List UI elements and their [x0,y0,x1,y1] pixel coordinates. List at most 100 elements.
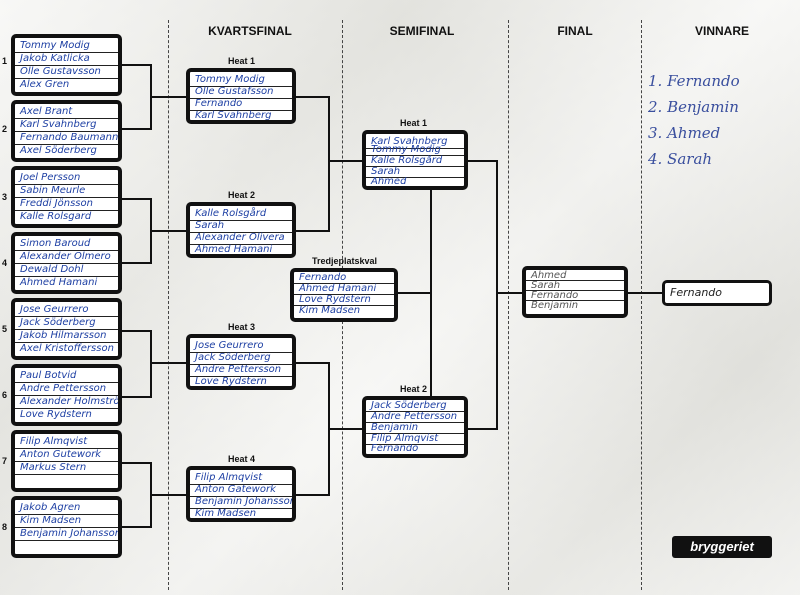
player-name: Andre Pettersson [190,362,292,377]
player-name: Tommy Modig [190,72,292,87]
bracket-connector [122,128,150,130]
player-name: Jose Geurrero [190,338,292,353]
group-number: 4 [2,258,8,268]
player-name: Markus Stern [15,460,118,475]
bracket-connector [122,396,150,398]
player-name: Axel Söderberg [20,145,97,156]
group-box-3: Joel Persson Sabin Meurle Freddi Jönsson… [11,166,122,228]
player-name: Jose Geurrero [15,302,118,317]
group-box-2: Axel Brant Karl Svahnberg Fernando Bauma… [11,100,122,162]
player-name: Paul Botvid [15,368,118,383]
group-box-8: Jakob Agren Kim Madsen Benjamin Johansso… [11,496,122,558]
quarterfinal-box-3: Jose Geurrero Jack Söderberg Andre Pette… [186,334,296,390]
bracket-connector [430,188,432,400]
player-name: Kim Madsen [195,508,257,519]
quarterfinal-box-1: Tommy Modig Olle Gustafsson Fernando Kar… [186,68,296,124]
player-name: Simon Baroud [15,236,118,251]
player-name: Jakob Hilmarsson [15,328,118,343]
player-name: Alex Gren [20,79,70,90]
heat-label: Heat 3 [228,322,256,332]
ranking-item: 2. Benjamin [648,98,739,116]
bracket-connector [296,96,328,98]
ranking-item: 4. Sarah [648,150,713,168]
semifinal-box-1: Karl Svahnberg Tommy Modig Kalle Rolsgår… [362,130,468,190]
player-name: Tommy Modig [366,144,464,156]
heat-label: Heat 2 [228,190,256,200]
player-name: Kim Madsen [299,305,361,316]
quarterfinal-box-4: Filip Almqvist Anton Gatework Benjamin J… [186,466,296,522]
bracket-connector [150,230,186,232]
bracket-connector [122,262,150,264]
player-name: Andre Pettersson [366,411,464,423]
winner-box: Fernando [662,280,772,306]
player-name: Filip Almqvist [190,470,292,485]
player-name: Love Rydstern [20,409,92,420]
player-name: Tommy Modig [15,38,118,53]
player-name: Filip Almqvist [15,434,118,449]
bracket-connector [150,362,186,364]
player-name: Joel Persson [15,170,118,185]
winner-name: Fernando [670,286,723,299]
bracket-connector [468,160,496,162]
header-final: FINAL [557,24,593,38]
player-name: Sarah [190,218,292,233]
player-name: Jack Söderberg [190,350,292,365]
bryggeriet-logo: bryggeriet [672,536,772,558]
column-divider [641,20,642,590]
player-name: Andre Pettersson [15,381,118,396]
player-name: Fernando [526,290,624,301]
bracket-connector [296,230,328,232]
heat-label: Heat 1 [228,56,256,66]
player-name: Sarah [526,280,624,291]
player-name: Dewald Dohl [15,262,118,277]
group-number: 5 [2,324,8,334]
player-name: Kalle Rolsgård [190,206,292,221]
group-box-6: Paul Botvid Andre Pettersson Alexander H… [11,364,122,426]
bracket-connector [296,362,328,364]
player-name: Love Rydstern [294,294,394,306]
bracket-connector [496,292,522,294]
player-name: Benjamin [366,422,464,434]
player-name: Kim Madsen [15,513,118,528]
player-name [15,473,118,488]
header-winner: VINNARE [694,24,749,38]
player-name [15,539,118,554]
final-box: Ahmed Sarah Fernando Benjamin [522,266,628,318]
player-name: Fernando [371,444,419,454]
player-name: Benjamin Johansson [190,494,292,509]
player-name: Ahmed Hamani [294,283,394,295]
player-name: Kalle Rolsgard [20,211,92,222]
player-name: Fernando [294,272,394,284]
third-place-label: Tredjeplatskval [312,256,378,266]
quarterfinal-box-2: Kalle Rolsgård Sarah Alexander Olivera A… [186,202,296,258]
player-name: Love Rydstern [195,376,267,387]
bracket-connector [328,428,362,430]
player-name: Sarah [366,166,464,178]
group-number: 6 [2,390,8,400]
column-divider [168,20,169,590]
ranking-item: 1. Fernando [648,72,740,90]
bracket-connector [328,96,330,232]
ranking-item: 3. Ahmed [648,124,721,142]
group-number: 2 [2,124,8,134]
player-name: Jack Söderberg [15,315,118,330]
group-box-7: Filip Almqvist Anton Gutework Markus Ste… [11,430,122,492]
player-name: Fernando Baumann [15,130,118,145]
player-name: Benjamin [531,300,579,311]
player-name: Jack Söderberg [366,400,464,412]
player-name: Benjamin Johansson [15,526,118,541]
player-name: Sabin Meurle [15,183,118,198]
column-divider [508,20,509,590]
group-number: 1 [2,56,8,66]
group-box-4: Simon Baroud Alexander Olmero Dewald Doh… [11,232,122,294]
third-place-box: Fernando Ahmed Hamani Love Rydstern Kim … [290,268,398,322]
heat-label: Heat 1 [400,118,428,128]
group-box-1: Tommy Modig Jakob Katlicka Olle Gustavss… [11,34,122,96]
heat-label: Heat 2 [400,384,428,394]
bracket-connector [328,160,362,162]
bracket-connector [122,64,150,66]
bracket-connector [468,428,496,430]
player-name: Olle Gustafsson [190,84,292,99]
bracket-connector [150,96,186,98]
player-name: Freddi Jönsson [15,196,118,211]
